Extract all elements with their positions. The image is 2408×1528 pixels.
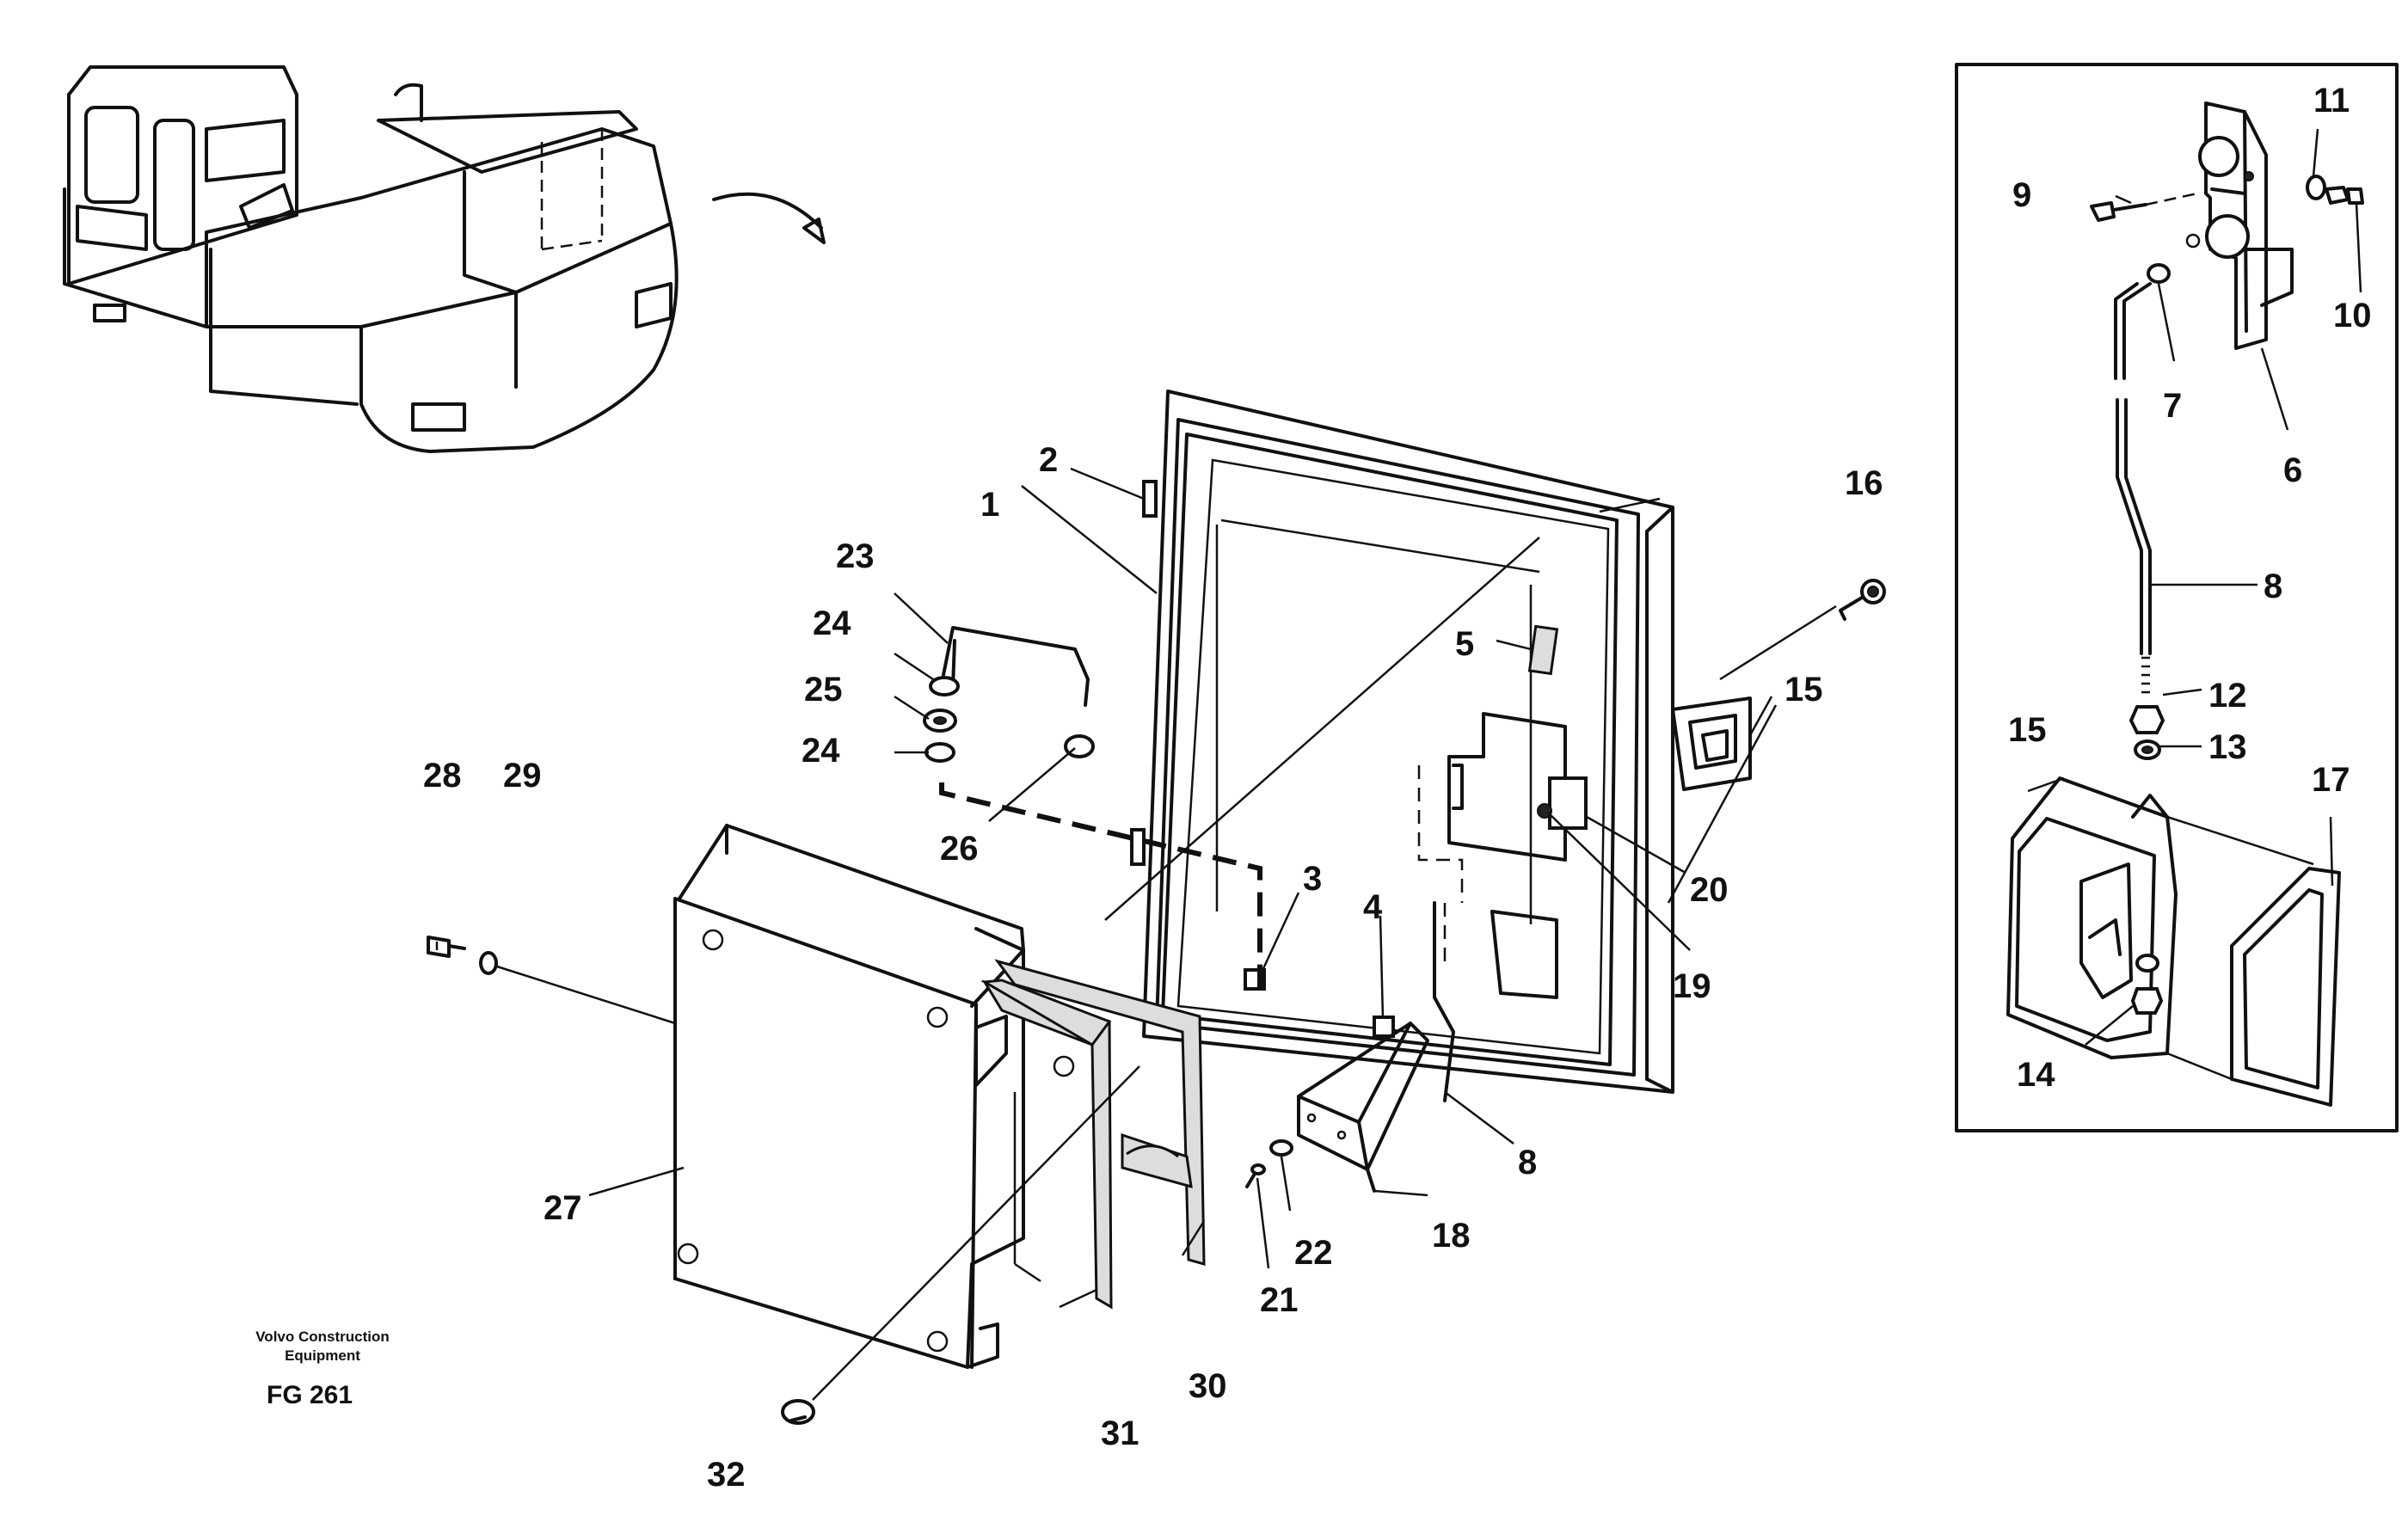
- label-part-6: 6: [2283, 451, 2302, 489]
- door-handle: [1671, 696, 1752, 791]
- label-part-31: 31: [1101, 1414, 1140, 1452]
- inner-handle: [923, 626, 1262, 989]
- label-part-23: 23: [836, 537, 875, 575]
- label-part-2: 2: [1039, 441, 1058, 479]
- label-part-15-inset: 15: [2008, 711, 2047, 749]
- label-part-27: 27: [544, 1189, 582, 1227]
- label-part-20: 20: [1690, 871, 1729, 909]
- view-arrow: [712, 192, 826, 244]
- part-labels: 1 2 3 4 5 6 7 8 8 9 10 11 12 13 14 15 15…: [423, 82, 2372, 1494]
- label-part-19: 19: [1673, 967, 1711, 1005]
- label-part-7: 7: [2163, 387, 2182, 425]
- figure-code: FG 261: [267, 1381, 353, 1409]
- label-part-9: 9: [2012, 176, 2031, 214]
- label-part-8: 8: [1518, 1144, 1537, 1181]
- label-part-32: 32: [707, 1456, 746, 1494]
- foam-seal-30: [994, 959, 1206, 1266]
- label-part-21: 21: [1260, 1281, 1299, 1319]
- door-panel: [1130, 390, 1674, 1094]
- bolt-28-29: [427, 936, 498, 975]
- label-part-30: 30: [1189, 1367, 1227, 1405]
- label-part-22: 22: [1294, 1234, 1333, 1272]
- knob-32: [781, 1399, 815, 1425]
- label-part-15: 15: [1784, 671, 1823, 709]
- figure-caption: Volvo Construction Equipment FG 261: [255, 1329, 390, 1409]
- bracket: [1297, 1022, 1429, 1193]
- leader-lines: [435, 128, 2362, 1309]
- excavator-overview: [63, 65, 679, 453]
- label-part-13: 13: [2208, 728, 2247, 766]
- label-part-1: 1: [980, 486, 999, 524]
- label-part-17: 17: [2312, 761, 2350, 799]
- company-name-line2: Equipment: [285, 1347, 360, 1364]
- label-part-4: 4: [1363, 888, 1383, 926]
- label-part-14: 14: [2017, 1056, 2055, 1094]
- label-part-10: 10: [2333, 297, 2372, 334]
- label-part-11: 11: [2313, 82, 2350, 120]
- label-part-28: 28: [423, 757, 462, 795]
- label-part-12: 12: [2208, 677, 2247, 715]
- label-part-5: 5: [1455, 625, 1474, 663]
- label-part-26: 26: [940, 830, 979, 868]
- label-part-29: 29: [503, 757, 542, 795]
- label-part-24-bottom: 24: [802, 732, 840, 770]
- label-part-18: 18: [1432, 1217, 1471, 1255]
- foam-seal-31: [980, 979, 1113, 1310]
- cover-plate: [673, 824, 1075, 1369]
- company-name-line1: Volvo Construction: [255, 1329, 390, 1345]
- screw-21-22: [1245, 1139, 1293, 1188]
- lock-cylinder: [1839, 579, 1886, 621]
- label-part-8-inset: 8: [2264, 568, 2282, 605]
- detail-inset: [1955, 63, 2399, 1132]
- part-5-pad: [1527, 624, 1559, 676]
- label-part-25: 25: [804, 671, 843, 709]
- latch-plate: [1417, 712, 1588, 1102]
- label-part-16: 16: [1845, 464, 1883, 502]
- label-part-24-top: 24: [813, 604, 851, 642]
- label-part-3: 3: [1303, 860, 1322, 898]
